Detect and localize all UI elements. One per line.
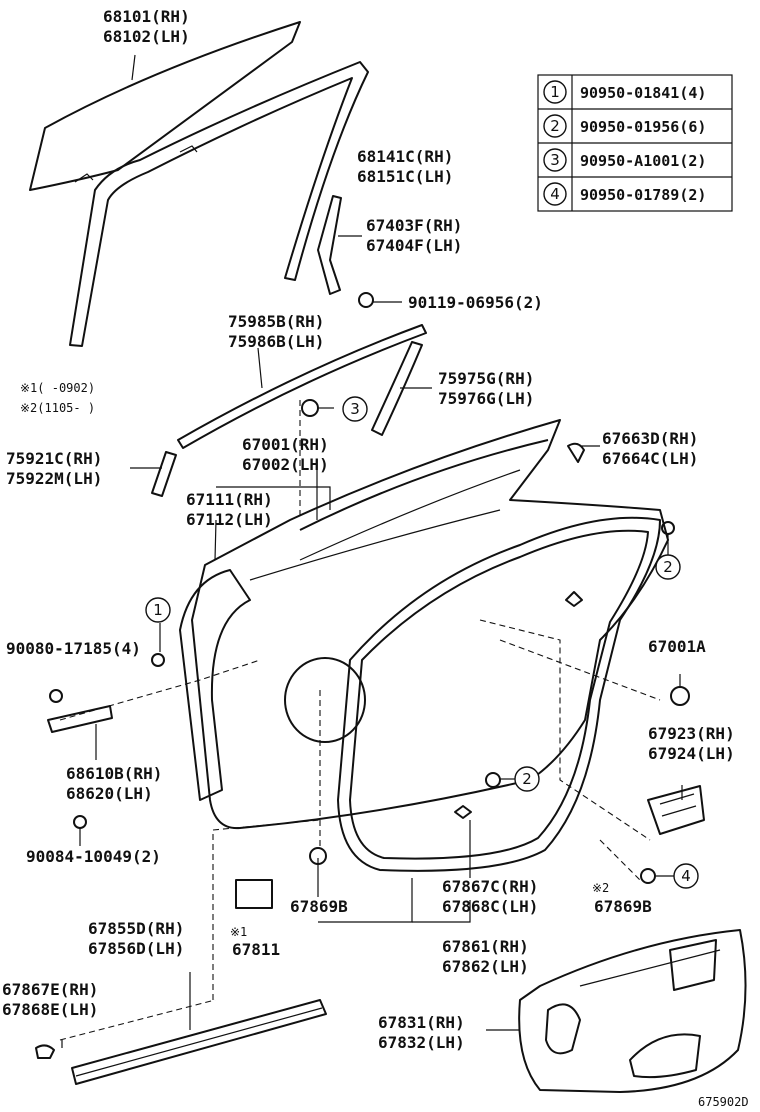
legend-num-2: 2 <box>550 117 560 135</box>
label-sill-lh: 67856D(LH) <box>88 939 184 958</box>
label-run-rh: 68141C(RH) <box>357 147 453 166</box>
svg-text:2: 2 <box>522 770 532 788</box>
label-panel-rh: 67001(RH) <box>242 435 329 454</box>
legend-part-3: 90950-A1001(2) <box>580 152 706 170</box>
label-belt-lh: 75986B(LH) <box>228 332 324 351</box>
label-note1-mark: ※1 <box>230 925 247 939</box>
label-run-lh: 68151C(LH) <box>357 167 453 186</box>
division-moulding-shape <box>371 341 423 436</box>
label-note2-mark: ※2 <box>592 881 609 895</box>
label-sill-rh: 67855D(RH) <box>88 919 184 938</box>
door-trim-shape <box>518 929 747 1093</box>
door-glass-shape <box>29 21 301 191</box>
bracket-shape <box>647 785 705 835</box>
glass-run-channel-shape <box>69 61 369 347</box>
door-check-shape <box>47 705 113 733</box>
weather-strip-shape <box>337 516 661 872</box>
label-check-rh: 68610B(RH) <box>66 764 162 783</box>
label-nut-left: 90080-17185(4) <box>6 639 141 658</box>
legend-part-2: 90950-01956(6) <box>580 118 706 136</box>
label-mold-g-lh: 75976G(LH) <box>438 389 534 408</box>
legend-part-1: 90950-01841(4) <box>580 84 706 102</box>
sill-moulding-shape <box>71 999 327 1085</box>
label-note2: ※2(1105- ) <box>20 401 95 415</box>
label-67001a: 67001A <box>648 637 706 656</box>
label-strip-rh: 67861(RH) <box>442 937 529 956</box>
label-sash-lh: 67404F(LH) <box>366 236 462 255</box>
label-weather-e-lh: 67868E(LH) <box>2 1000 98 1019</box>
diagram-id: 675902D <box>698 1095 749 1109</box>
legend-num-1: 1 <box>550 83 560 101</box>
label-mold-g-rh: 75975G(RH) <box>438 369 534 388</box>
label-weather-c-lh: 67868C(LH) <box>442 897 538 916</box>
label-bracket-lh: 67924(LH) <box>648 744 735 763</box>
label-clip-c-lh: 67664C(LH) <box>602 449 698 468</box>
label-glass-rh: 68101(RH) <box>103 7 190 26</box>
legend-table: 1 90950-01841(4) 2 90950-01956(6) 3 9095… <box>537 74 733 212</box>
svg-text:4: 4 <box>681 867 691 885</box>
label-bracket-rh: 67923(RH) <box>648 724 735 743</box>
label-check-lh: 68620(LH) <box>66 784 153 803</box>
svg-text:2: 2 <box>663 558 673 576</box>
label-weather-c-rh: 67867C(RH) <box>442 877 538 896</box>
label-frame-lh: 67112(LH) <box>186 510 273 529</box>
label-mold-c-lh: 75922M(LH) <box>6 469 102 488</box>
label-clip-d-rh: 67663D(RH) <box>602 429 698 448</box>
label-clip-b-left: 67869B <box>290 897 348 916</box>
svg-text:1: 1 <box>153 601 163 619</box>
seal-shape <box>235 879 273 909</box>
belt-moulding-shape <box>177 324 427 449</box>
door-panel-shape <box>191 419 669 830</box>
rear-sash-shape <box>317 195 342 295</box>
legend-part-4: 90950-01789(2) <box>580 186 706 204</box>
legend-num-4: 4 <box>550 185 560 203</box>
label-strip-lh: 67862(LH) <box>442 957 529 976</box>
label-trim-rh: 67831(RH) <box>378 1013 465 1032</box>
label-belt-rh: 75985B(RH) <box>228 312 324 331</box>
callout-4: 4 <box>673 863 699 889</box>
label-bolt-low: 90084-10049(2) <box>26 847 161 866</box>
label-frame-rh: 67111(RH) <box>186 490 273 509</box>
callout-3: 3 <box>342 396 368 422</box>
label-weather-e-rh: 67867E(RH) <box>2 980 98 999</box>
svg-text:3: 3 <box>350 400 360 418</box>
label-sash-rh: 67403F(RH) <box>366 216 462 235</box>
door-frame-shape <box>179 569 251 801</box>
label-mold-c-rh: 75921C(RH) <box>6 449 102 468</box>
label-clip-b-right: 67869B <box>594 897 652 916</box>
label-glass-lh: 68102(LH) <box>103 27 190 46</box>
corner-moulding-shape <box>151 451 177 497</box>
label-panel-lh: 67002(LH) <box>242 455 329 474</box>
callout-1: 1 <box>145 597 171 623</box>
label-trim-lh: 67832(LH) <box>378 1033 465 1052</box>
callout-2-upper: 2 <box>655 554 681 580</box>
callout-2-lower: 2 <box>514 766 540 792</box>
label-bolt: 90119-06956(2) <box>408 293 543 312</box>
legend-num-3: 3 <box>550 151 560 169</box>
label-seal-67811: 67811 <box>232 940 280 959</box>
label-note1: ※1( -0902) <box>20 381 95 395</box>
